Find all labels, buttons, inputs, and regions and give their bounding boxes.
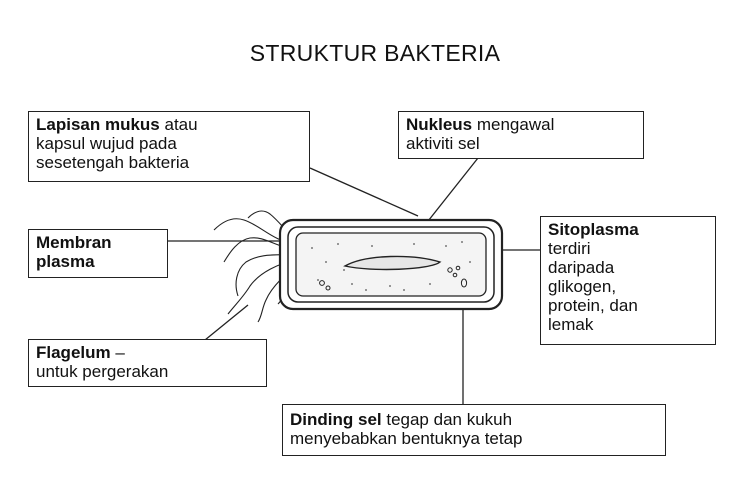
label-lapisan-mukus: Lapisan mukus atau kapsul wujud pada ses… bbox=[28, 111, 310, 182]
label-sitoplasma: Sitoplasma terdiri daripada glikogen, pr… bbox=[540, 216, 716, 345]
label-membran-plasma: Membran plasma bbox=[28, 229, 168, 278]
term-lapisan-mukus: Lapisan mukus bbox=[36, 115, 160, 134]
term-flagelum: Flagelum bbox=[36, 343, 111, 362]
term-sitoplasma: Sitoplasma bbox=[548, 220, 639, 239]
label-nukleus: Nukleus mengawal aktiviti sel bbox=[398, 111, 644, 159]
leader-line-flagelum bbox=[204, 304, 249, 341]
diagram-title: STRUKTUR BAKTERIA bbox=[249, 40, 501, 66]
label-dinding-sel: Dinding sel tegap dan kukuh menyebabkan … bbox=[282, 404, 666, 456]
cytoplasm-granules bbox=[311, 241, 471, 291]
inclusions bbox=[319, 265, 468, 291]
term-dinding-sel: Dinding sel bbox=[290, 410, 382, 429]
term-nukleus: Nukleus bbox=[406, 115, 473, 134]
nucleoid bbox=[343, 255, 442, 271]
label-flagelum: Flagelum – untuk pergerakan bbox=[28, 339, 267, 387]
cell-wall bbox=[287, 226, 495, 303]
leader-line-lapisan bbox=[309, 167, 419, 217]
